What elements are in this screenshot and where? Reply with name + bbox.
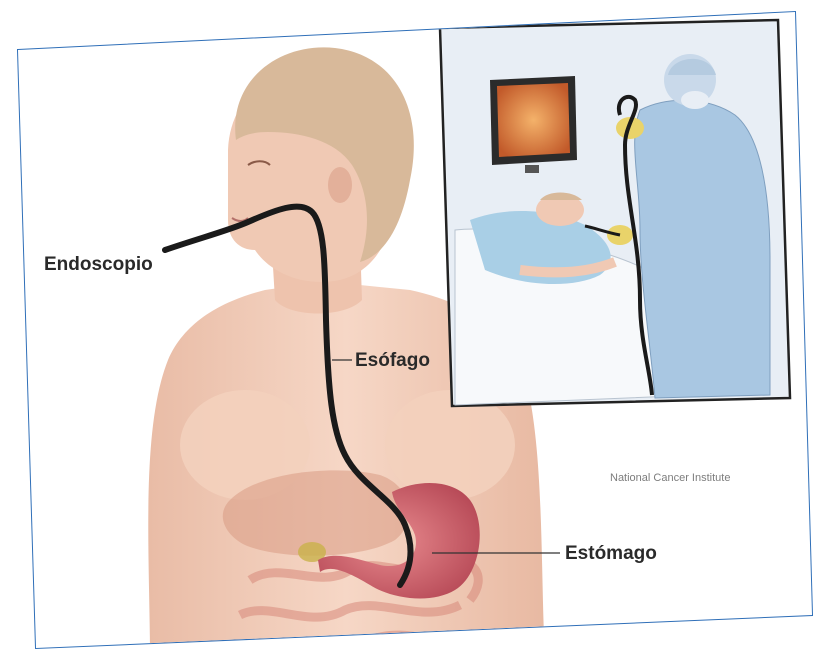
endoscope-label: Endoscopio bbox=[44, 254, 153, 275]
ear bbox=[328, 167, 352, 203]
monitor bbox=[490, 76, 577, 173]
doctor-gown bbox=[635, 100, 770, 398]
credit-text: National Cancer Institute bbox=[610, 472, 730, 484]
stomach-label: Estómago bbox=[565, 543, 657, 564]
doctor-mask bbox=[681, 91, 709, 109]
esophagus-label: Esófago bbox=[355, 350, 430, 371]
breast-right bbox=[385, 390, 515, 500]
procedure-inset bbox=[440, 20, 790, 406]
